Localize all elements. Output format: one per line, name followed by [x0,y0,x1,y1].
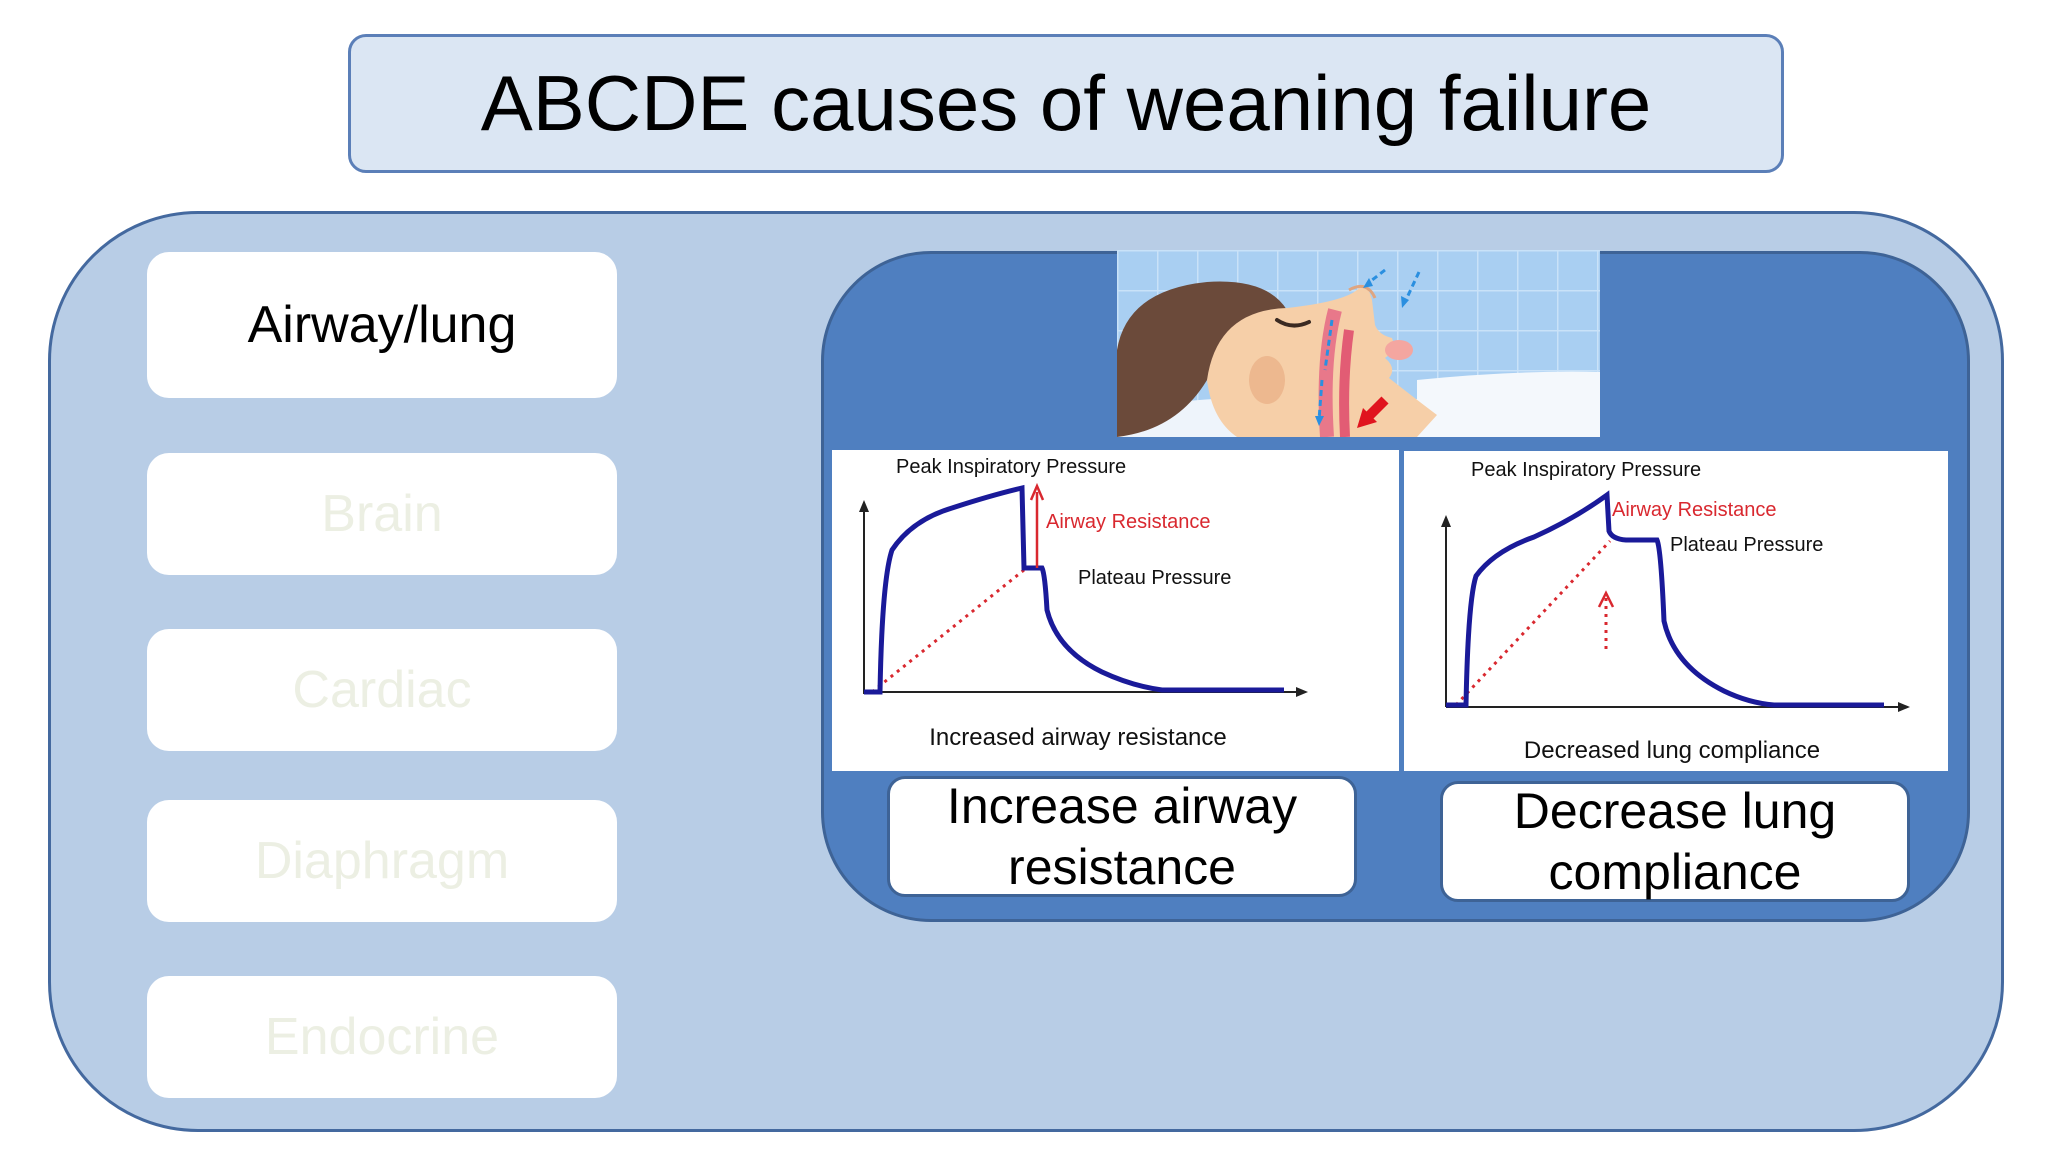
title-box: ABCDE causes of weaning failure [348,34,1784,173]
caption-line-1: Increase airway [946,777,1298,834]
y-axis-arrow [1441,515,1451,527]
compliance-dotted-line [871,568,1025,694]
peak-pressure-label: Peak Inspiratory Pressure [896,456,1126,478]
compliance-dotted-line [1454,539,1612,707]
menu-item-cardiac[interactable]: Cardiac [147,629,617,751]
graph-decreased-lung-compliance: Peak Inspiratory Pressure Airway Resista… [1404,451,1948,771]
airway-resistance-label: Airway Resistance [1046,511,1211,533]
caption-line-2: resistance [1008,838,1236,895]
x-axis-arrow [1296,687,1308,697]
sleeping-person-airway-illustration [1117,250,1600,438]
compliance-up-arrow-head [1597,590,1615,608]
caption-decrease-lung-compliance: Decrease lung compliance [1440,781,1910,902]
caption-line-2: compliance [1548,843,1802,900]
plateau-pressure-label: Plateau Pressure [1078,567,1231,589]
pressure-curve [864,484,1284,695]
x-axis-arrow [1898,702,1910,712]
resistance-arrow-head [1029,482,1045,501]
pressure-curve-chart-2: Peak Inspiratory Pressure Airway Resista… [1441,459,1910,764]
graph-increased-airway-resistance: Peak Inspiratory Pressure Airway Resista… [832,450,1399,771]
pressure-curve [1446,490,1884,708]
caption-increase-airway-resistance: Increase airway resistance [887,776,1357,897]
menu-item-diaphragm[interactable]: Diaphragm [147,800,617,922]
menu-item-brain[interactable]: Brain [147,453,617,575]
menu-item-endocrine[interactable]: Endocrine [147,976,617,1098]
airway-resistance-label: Airway Resistance [1612,499,1777,521]
menu-item-airway-lung[interactable]: Airway/lung [147,252,617,398]
pressure-curve-chart-1: Peak Inspiratory Pressure Airway Resista… [859,456,1308,751]
airway-illustration-icon [1117,250,1600,438]
plateau-pressure-label: Plateau Pressure [1670,534,1823,556]
y-axis-arrow [859,500,869,512]
caption-line-1: Decrease lung [1513,782,1837,839]
peak-pressure-label: Peak Inspiratory Pressure [1471,459,1701,481]
graph-caption: Increased airway resistance [929,724,1226,751]
page-title: ABCDE causes of weaning failure [480,59,1652,147]
graph-caption: Decreased lung compliance [1524,737,1820,764]
